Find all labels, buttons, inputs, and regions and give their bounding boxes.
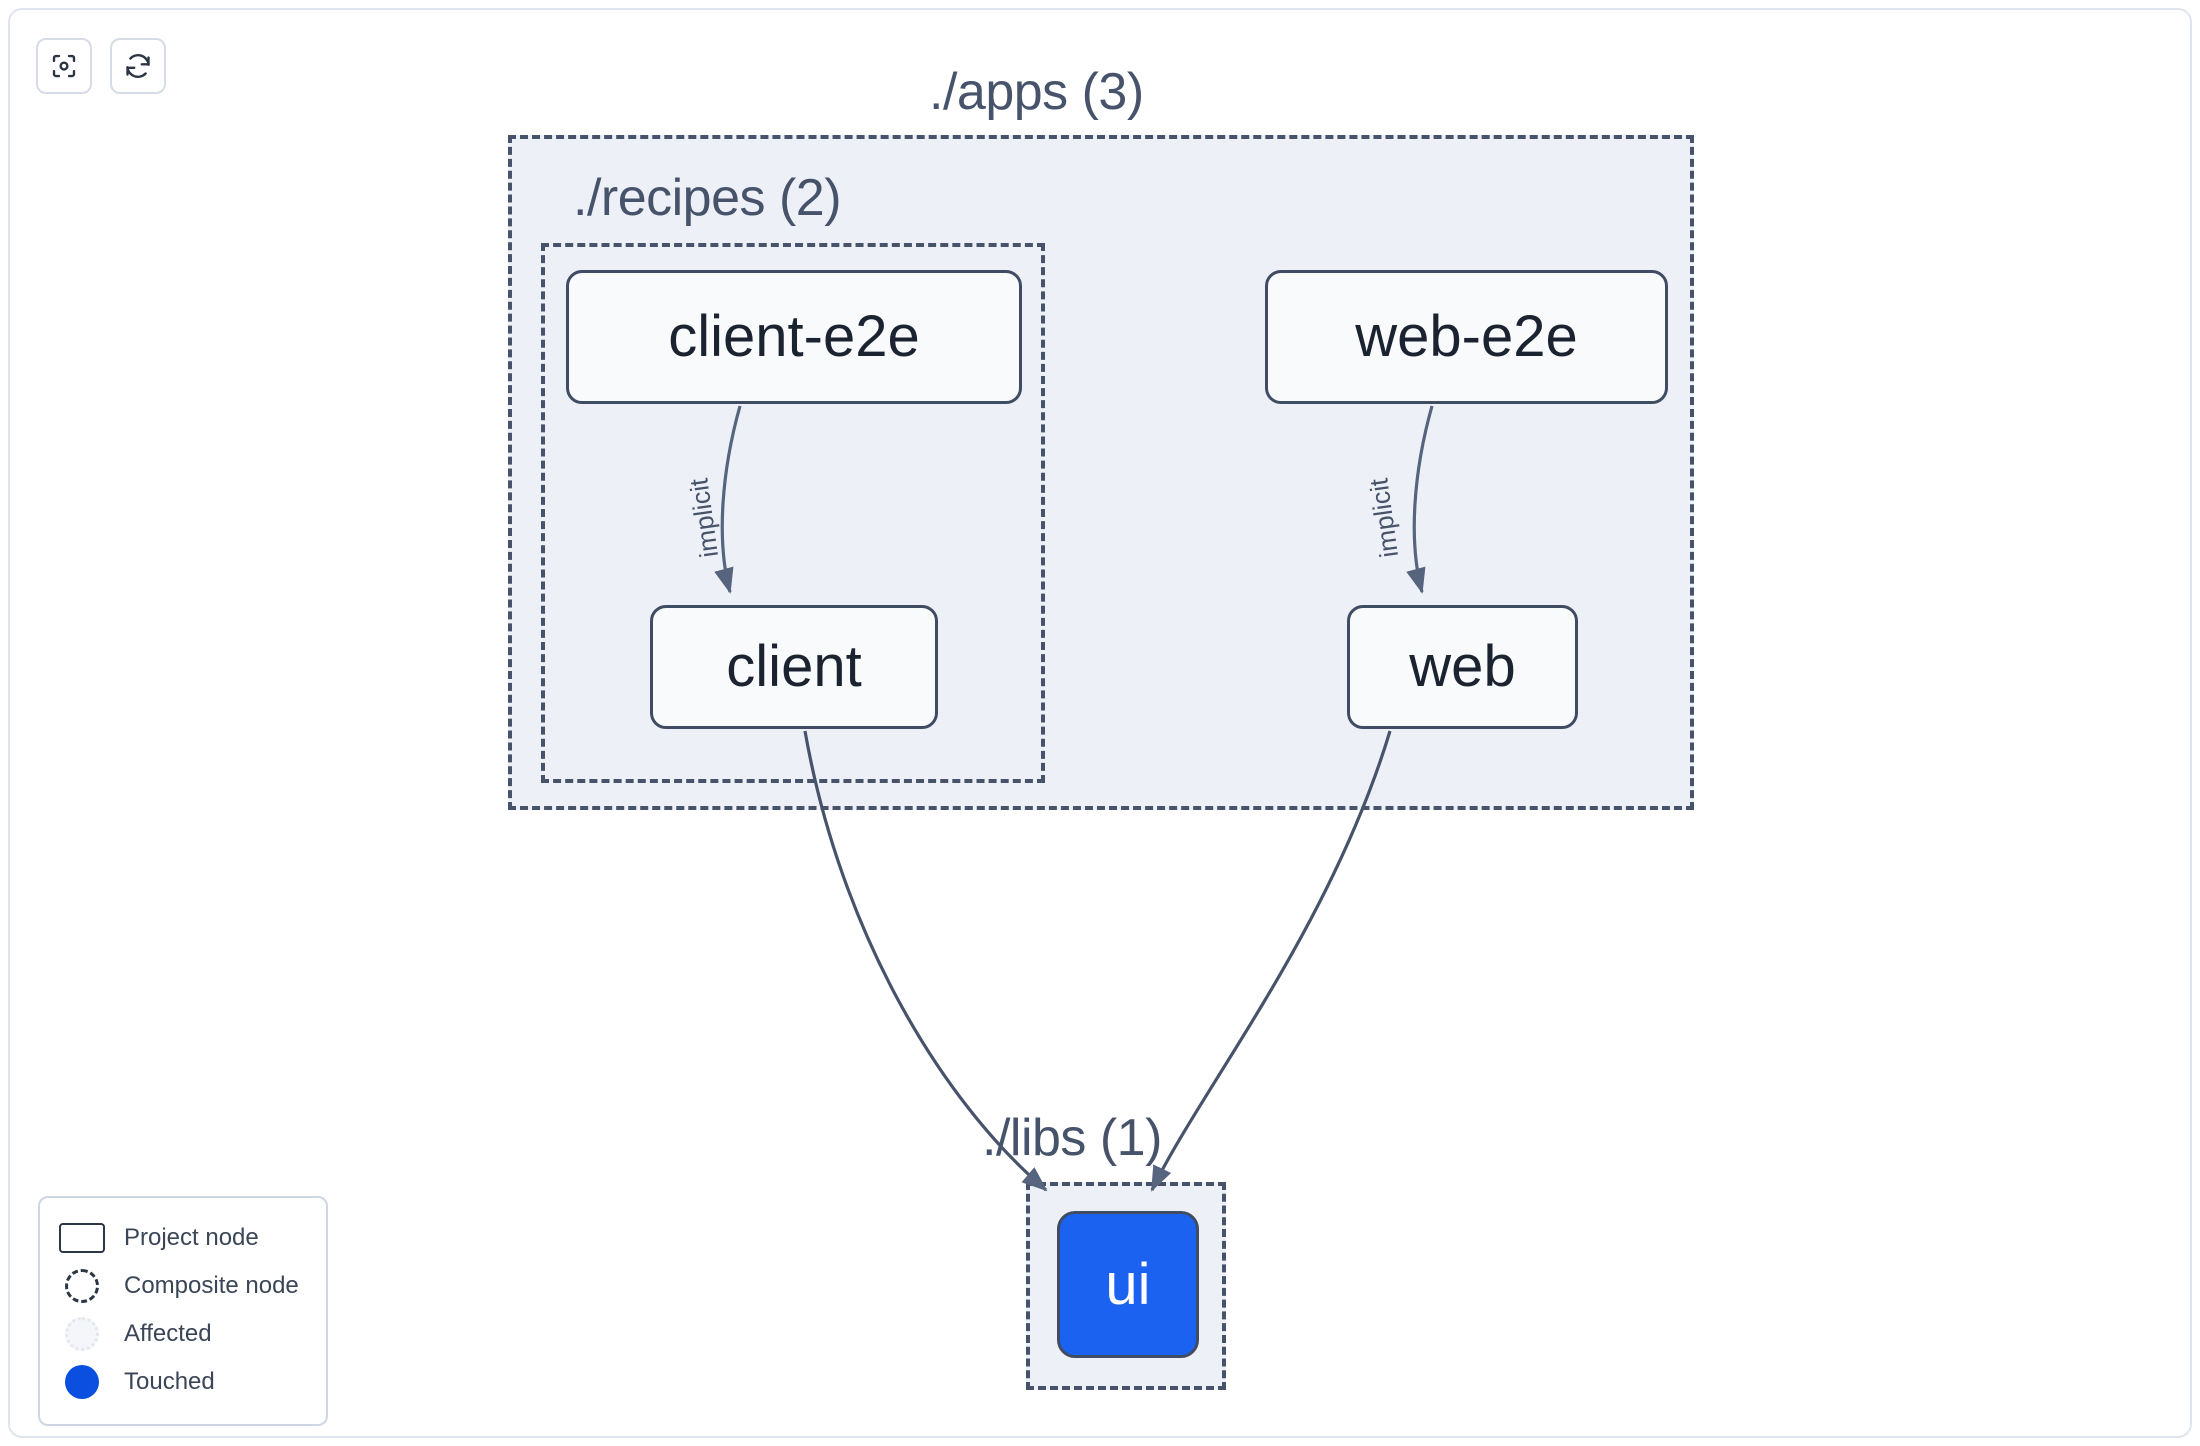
- focus-graph-button[interactable]: [36, 38, 92, 94]
- refresh-icon: [123, 51, 153, 81]
- group-label-apps: ./apps (3): [929, 63, 1144, 121]
- focus-target-icon: [49, 51, 79, 81]
- node-ui[interactable]: ui: [1057, 1211, 1199, 1358]
- node-web[interactable]: web: [1347, 605, 1578, 729]
- node-label: web-e2e: [1355, 304, 1578, 369]
- legend-label: Touched: [124, 1368, 215, 1395]
- graph-toolbar: [36, 38, 166, 94]
- legend-item-affected: Affected: [58, 1310, 308, 1358]
- touched-swatch: [58, 1365, 106, 1399]
- group-label-libs: ./libs (1): [982, 1109, 1162, 1167]
- node-label: web: [1409, 634, 1516, 699]
- legend-label: Composite node: [124, 1272, 299, 1299]
- affected-swatch: [58, 1317, 106, 1351]
- composite-node-swatch: [58, 1269, 106, 1303]
- node-client[interactable]: client: [650, 605, 938, 729]
- node-web-e2e[interactable]: web-e2e: [1265, 270, 1668, 404]
- project-node-swatch: [58, 1223, 106, 1253]
- legend-item-composite-node: Composite node: [58, 1262, 308, 1310]
- graph-legend: Project node Composite node Affected Tou…: [38, 1196, 328, 1426]
- node-label: ui: [1105, 1251, 1151, 1317]
- node-label: client-e2e: [668, 304, 920, 369]
- legend-item-project-node: Project node: [58, 1214, 308, 1262]
- refresh-graph-button[interactable]: [110, 38, 166, 94]
- node-label: client: [726, 634, 862, 699]
- legend-item-touched: Touched: [58, 1358, 308, 1406]
- group-label-recipes: ./recipes (2): [573, 169, 842, 227]
- node-client-e2e[interactable]: client-e2e: [566, 270, 1022, 404]
- legend-label: Project node: [124, 1224, 259, 1251]
- legend-label: Affected: [124, 1320, 212, 1347]
